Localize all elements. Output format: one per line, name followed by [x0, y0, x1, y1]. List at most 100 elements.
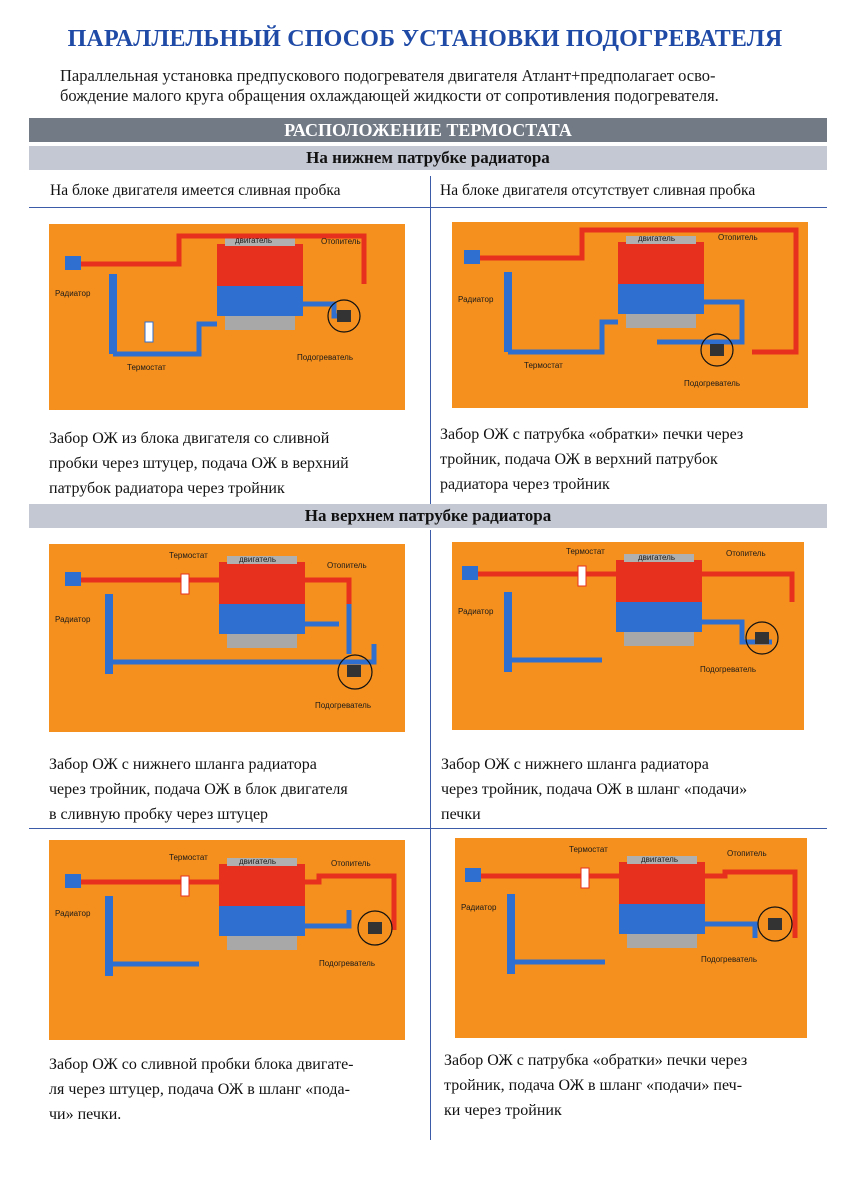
label-preheater: Подогреватель — [319, 959, 375, 968]
cooling-circuit-diagram: двигатель Отопитель Радиатор Термостат П… — [461, 845, 798, 974]
engine-block-cold — [217, 286, 303, 316]
cooling-circuit-diagram: двигатель Отопитель Радиатор Термостат П… — [55, 233, 367, 372]
engine-sump — [225, 316, 295, 330]
radiator — [109, 274, 117, 354]
page-title: ПАРАЛЛЕЛЬНЫЙ СПОСОБ УСТАНОВКИ ПОДОГРЕВАТ… — [67, 26, 783, 52]
expansion-tank — [65, 572, 81, 586]
engine-block-cold — [618, 284, 704, 314]
label-radiator: Радиатор — [55, 615, 91, 624]
expansion-tank — [462, 566, 478, 580]
label-radiator: Радиатор — [55, 289, 91, 298]
caption-line: Забор ОЖ с патрубка «обратки» печки чере… — [440, 426, 744, 443]
caption-line: Забор ОЖ с патрубка «обратки» печки чере… — [444, 1052, 748, 1069]
subsection-header-lower: На нижнем патрубке радиатора — [29, 146, 827, 170]
label-heater-core: Отопитель — [718, 233, 758, 242]
caption-3: Забор ОЖ с нижнего шланга радиатора чере… — [49, 752, 429, 827]
engine-sump — [227, 634, 297, 648]
cooling-circuit-diagram: двигатель Отопитель Радиатор Термостат П… — [458, 227, 799, 388]
radiator — [504, 272, 512, 352]
engine-block-cold — [219, 604, 305, 634]
label-preheater: Подогреватель — [701, 955, 757, 964]
thermostat-marker — [180, 875, 190, 897]
preheater-highlight — [327, 299, 361, 333]
label-thermostat: Термостат — [566, 547, 605, 556]
caption-2: Забор ОЖ с патрубка «обратки» печки чере… — [440, 422, 830, 497]
preheater — [710, 344, 724, 356]
thermostat-marker — [580, 867, 590, 889]
preheater — [368, 922, 382, 934]
caption-1: Забор ОЖ из блока двигателя со сливной п… — [49, 426, 419, 501]
caption-line: Забор ОЖ с нижнего шланга радиатора — [441, 756, 709, 773]
divider — [29, 207, 827, 208]
engine-sump — [227, 936, 297, 950]
diagram-4: двигатель Отопитель Радиатор Термостат П… — [452, 542, 804, 730]
cold-pipe — [508, 299, 745, 355]
engine-head — [227, 556, 297, 564]
subsection-header-upper: На верхнем патрубке радиатора — [29, 504, 827, 528]
preheater — [347, 665, 361, 677]
preheater — [337, 310, 351, 322]
engine-head — [626, 236, 696, 244]
caption-line: пробки через штуцер, подача ОЖ в верхний — [49, 455, 349, 472]
label-radiator: Радиатор — [458, 295, 494, 304]
intro-line-1: Параллельная установка предпускового под… — [60, 66, 716, 85]
label-engine: двигатель — [235, 236, 272, 245]
label-heater-core: Отопитель — [327, 561, 367, 570]
caption-line: тройник, подача ОЖ в верхний патрубок — [440, 451, 718, 468]
caption-4: Забор ОЖ с нижнего шланга радиатора чере… — [441, 752, 831, 827]
label-preheater: Подогреватель — [297, 353, 353, 362]
label-thermostat: Термостат — [524, 361, 563, 370]
expansion-tank — [65, 874, 81, 888]
hot-pipe — [480, 227, 799, 355]
caption-6: Забор ОЖ с патрубка «обратки» печки чере… — [444, 1048, 834, 1123]
hot-pipe — [481, 869, 798, 938]
label-radiator: Радиатор — [55, 909, 91, 918]
section-header: РАСПОЛОЖЕНИЕ ТЕРМОСТАТА — [29, 118, 827, 142]
engine-head — [227, 858, 297, 866]
intro-text: Параллельная установка предпускового под… — [60, 66, 800, 106]
cold-pipe — [109, 910, 352, 967]
caption-line: чи» печки. — [49, 1106, 122, 1123]
preheater-highlight — [757, 906, 793, 942]
label-thermostat: Термостат — [569, 845, 608, 854]
cold-pipe — [109, 604, 377, 665]
label-preheater: Подогреватель — [684, 379, 740, 388]
expansion-tank — [464, 250, 480, 264]
engine-sump — [626, 314, 696, 328]
label-engine: двигатель — [638, 553, 675, 562]
diagram-5: двигатель Отопитель Радиатор Термостат П… — [49, 840, 405, 1040]
preheater — [768, 918, 782, 930]
label-heater-core: Отопитель — [727, 849, 767, 858]
engine-head — [624, 554, 694, 562]
radiator — [105, 594, 113, 674]
label-heater-core: Отопитель — [726, 549, 766, 558]
caption-line: радиатора через тройник — [440, 476, 610, 493]
preheater-highlight — [700, 333, 734, 367]
caption-line: печки — [441, 806, 481, 823]
column-header-right: На блоке двигателя отсутствует сливная п… — [440, 182, 756, 199]
cold-pipe — [511, 921, 758, 965]
thermostat-marker — [180, 573, 190, 595]
label-engine: двигатель — [638, 234, 675, 243]
label-thermostat: Термостат — [169, 853, 208, 862]
preheater-highlight — [357, 910, 393, 946]
hot-pipe — [81, 577, 352, 604]
divider — [29, 828, 827, 829]
expansion-tank — [465, 868, 481, 882]
caption-line: через тройник, подача ОЖ в шланг «подачи… — [441, 781, 748, 798]
label-radiator: Радиатор — [458, 607, 494, 616]
caption-5: Забор ОЖ со сливной пробки блока двигате… — [49, 1052, 429, 1127]
label-thermostat: Термостат — [127, 363, 166, 372]
engine-sump — [627, 934, 697, 948]
diagram-6: двигатель Отопитель Радиатор Термостат П… — [455, 838, 807, 1038]
hot-pipe — [81, 873, 397, 930]
intro-line-2: бождение малого круга обращения охлаждаю… — [60, 86, 719, 105]
label-preheater: Подогреватель — [315, 701, 371, 710]
preheater-highlight — [337, 654, 373, 690]
engine-block-cold — [616, 602, 702, 632]
label-engine: двигатель — [239, 555, 276, 564]
label-preheater: Подогреватель — [700, 665, 756, 674]
label-engine: двигатель — [641, 855, 678, 864]
cooling-circuit-diagram: двигатель Отопитель Радиатор Термостат П… — [458, 547, 795, 674]
thermostat-marker — [144, 321, 154, 343]
